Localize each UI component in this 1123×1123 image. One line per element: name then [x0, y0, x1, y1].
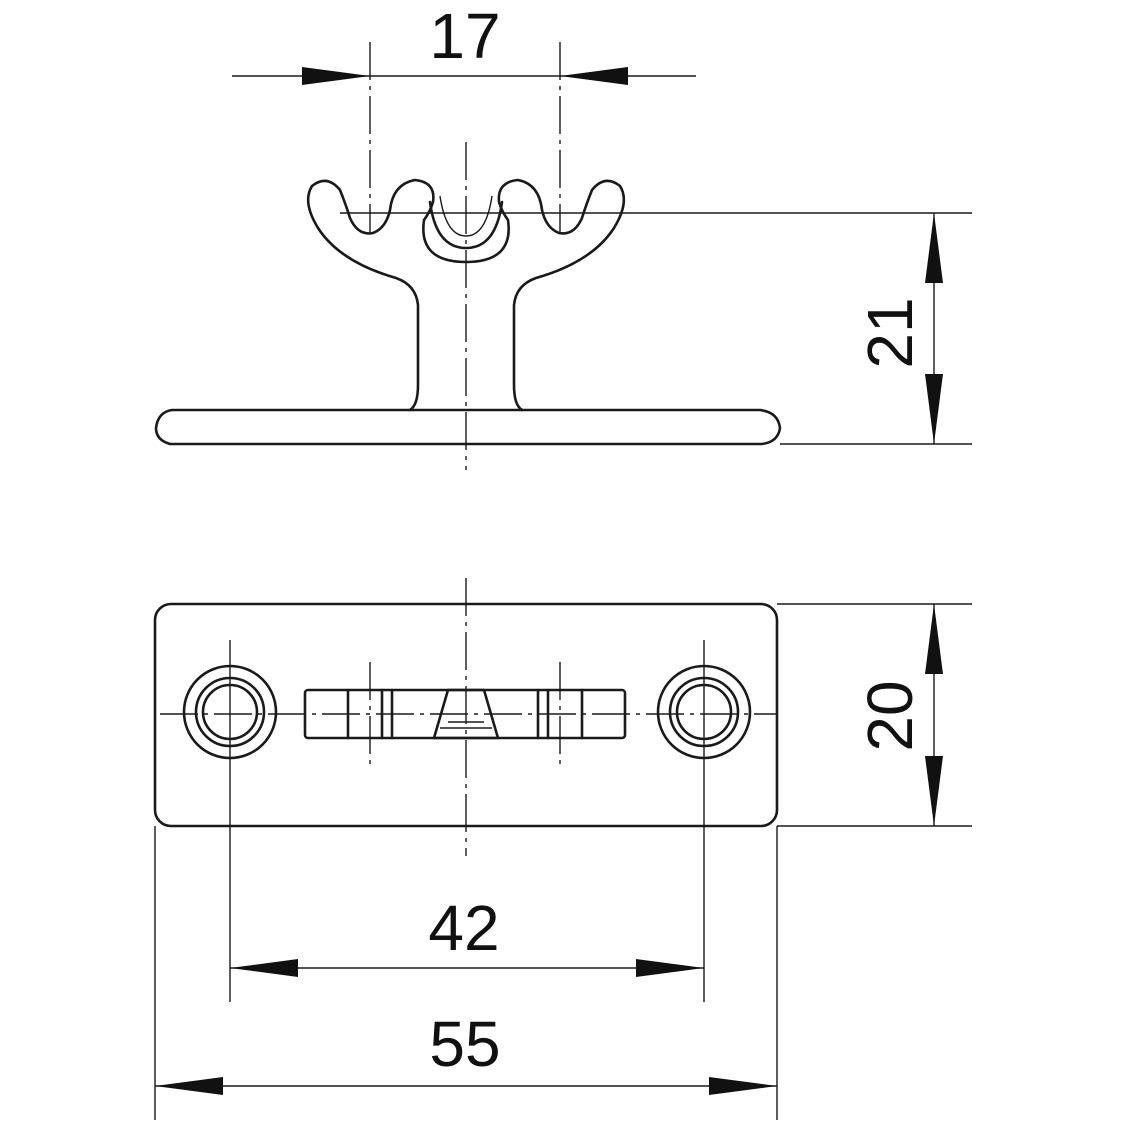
dim-55-arrow-right — [709, 1077, 777, 1095]
dim-55-arrow-left — [155, 1077, 223, 1095]
dim-17-label: 17 — [429, 0, 500, 72]
dim-42-arrow-left — [230, 959, 298, 977]
dim-17-arrow-left — [302, 67, 370, 85]
left-screw-hole — [182, 640, 278, 1002]
dim-42-label: 42 — [428, 892, 499, 964]
dimension-55: 55 — [154, 826, 778, 1120]
dimension-21: 21 — [780, 213, 972, 445]
dim-17-arrow-right — [560, 67, 628, 85]
front-view — [154, 42, 972, 470]
dim-21-arrow-top — [925, 213, 943, 283]
top-view — [153, 578, 779, 1002]
dimension-20: 20 — [777, 603, 972, 827]
dim-21-label: 21 — [854, 297, 926, 368]
dim-20-arrow-bottom — [925, 756, 943, 826]
center-bar — [303, 662, 627, 768]
dim-42-arrow-right — [636, 959, 704, 977]
right-screw-hole — [656, 640, 752, 1002]
dimension-17: 17 — [232, 0, 696, 85]
front-view-base-plate — [154, 408, 782, 446]
dim-20-label: 20 — [854, 680, 926, 751]
front-view-center-slot — [428, 200, 504, 250]
dimension-42: 42 — [230, 892, 704, 977]
dim-20-arrow-top — [925, 604, 943, 674]
dim-21-arrow-bottom — [925, 374, 943, 444]
front-view-slot-edge — [439, 195, 493, 237]
dim-55-label: 55 — [429, 1008, 500, 1080]
